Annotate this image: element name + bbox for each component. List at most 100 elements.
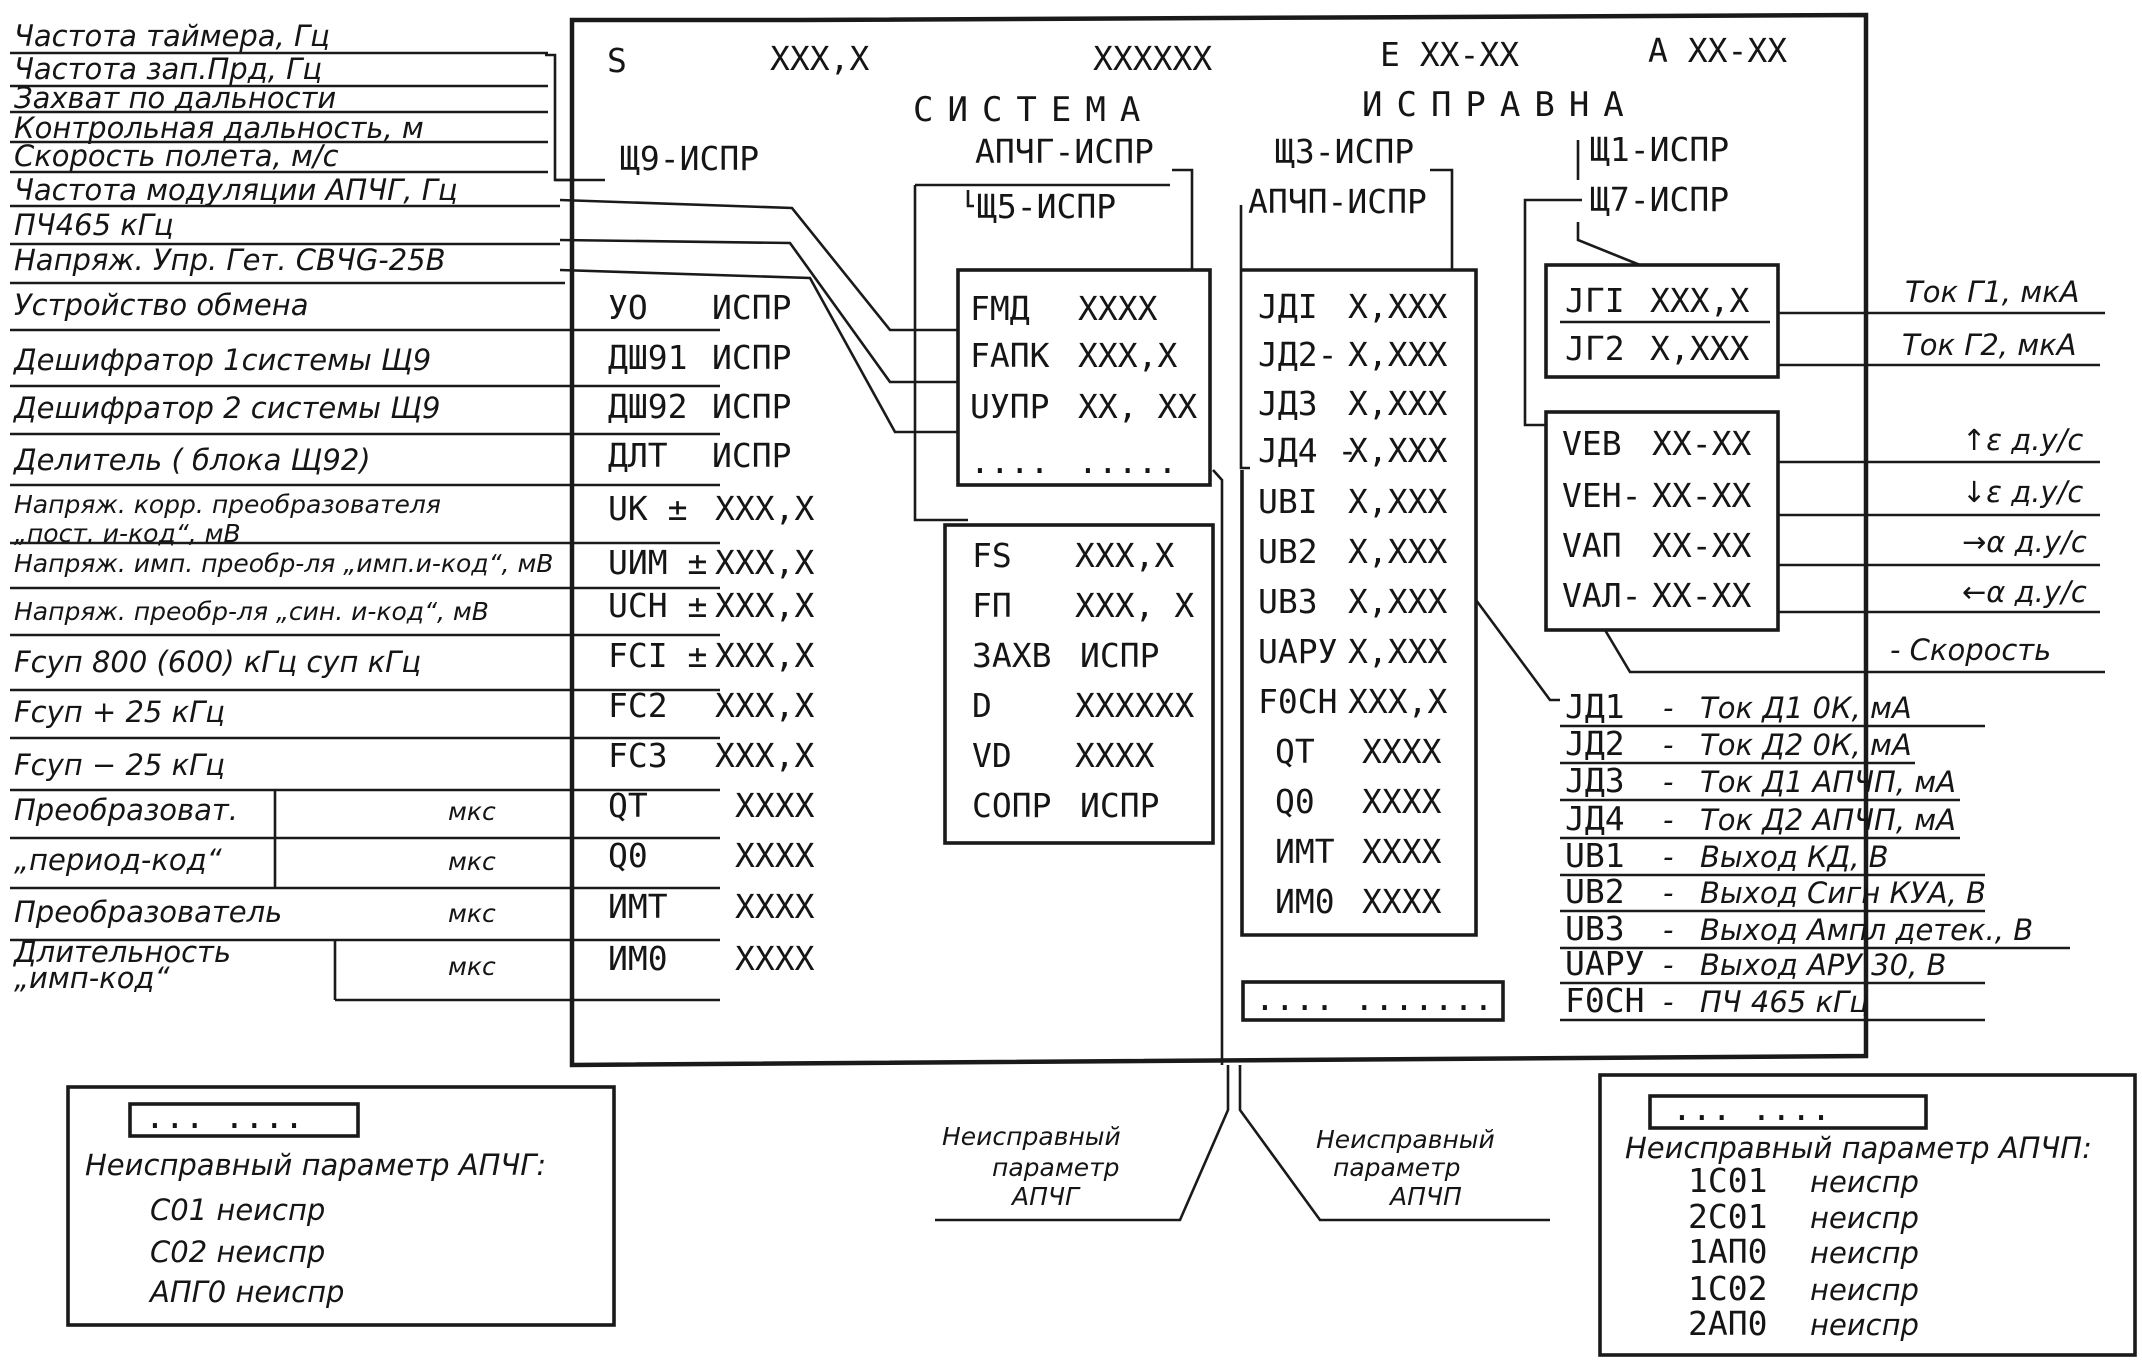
ve-row-value: XX-XX [1652,576,1751,615]
jg-row-code: JГI [1565,281,1625,320]
fault-apchp-dots: ... .... [1672,1089,1831,1128]
legend-code: JД3 [1565,761,1625,800]
fs-to-callout [1212,469,1224,1065]
fs-box [943,523,1215,845]
e-value: E XX-XX [1380,35,1519,74]
legend-dash: - [1663,691,1673,725]
left-label: „имп-код“ [14,961,170,995]
sh5-status: Щ5-ИСПР [977,187,1116,226]
fault-apchp-state: неиспр [1810,1201,1919,1235]
fault-apchg-dots: ... .... [145,1097,304,1136]
legend-dash: - [1663,913,1673,947]
apchg-status: АПЧГ-ИСПР [975,132,1154,171]
fs-row-value: ИСПР [1080,636,1159,675]
jd-row-value: X,XXX [1348,532,1447,571]
jd-box [1240,268,1478,937]
legend-desc: Выход КД, В [1700,840,1889,874]
left-label: Делитель ( блока Щ92) [12,443,371,477]
s-label: S [607,41,627,80]
leader-if465 [559,238,958,384]
left-row-code: УО [608,288,648,327]
tok-g2-label: Ток Г2, мкА [1902,328,2076,362]
ve-row-value: XX-XX [1652,476,1751,515]
jd-row-code: JД4 - [1258,431,1357,470]
apchp-callout-2: параметр [1333,1153,1461,1182]
legend-dash: - [1663,728,1673,762]
left-label: Преобразователь [14,895,282,929]
left-row-value: ИСПР [712,436,791,475]
left-label: Fсуп 800 (600) кГц суп кГц [14,645,421,679]
fault-apchp-state: неиспр [1810,1308,1919,1342]
legend-dash: - [1663,765,1673,799]
ve-row-value: XX-XX [1652,526,1751,565]
legend-desc: Выход АРУ 30, В [1700,948,1946,982]
legend-code: UB2 [1565,872,1625,911]
jd-row-code: JД3 [1258,384,1318,423]
fault-apchp-code: 1С01 [1688,1161,1767,1200]
ve-row-code: VEH- [1562,476,1641,515]
a-value: A XX-XX [1648,31,1787,70]
left-row-code: UСН ± [608,586,707,625]
jd-row-value: X,XXX [1348,582,1447,621]
apchg-callout-2: параметр [992,1153,1120,1182]
left-label: Преобразоват. [14,793,238,827]
sh1-status: Щ1-ИСПР [1590,130,1729,169]
left-label: Напряж. преобр-ля „син. и-код“, мВ [14,597,489,626]
ve-box [1544,410,1780,632]
left-row-code: FC2 [608,686,668,725]
apchg-callout-line [935,1065,1230,1222]
fault-box-apchp [1598,1073,2137,1357]
left-row-code: UИМ ± [608,543,707,582]
leader-top-labels [545,53,605,182]
legend-leader [1474,599,1560,702]
left-row-code: ДШ92 [608,387,687,426]
left-row-value: XXX,X [715,489,814,528]
jd-row-value: X,XXX [1348,632,1447,671]
fm-row-code: FMД [970,289,1030,328]
jd-row-value: XXXX [1362,732,1442,771]
legend-desc: Ток Д2 АПЧП, мА [1700,803,1956,837]
fm-row-value: XX, XX [1078,387,1197,426]
fault-apchp-state: неиспр [1810,1236,1919,1270]
top-value-2: XXXXXX [1093,39,1212,78]
fault-apchp-state: неиспр [1810,1273,1919,1307]
fault-apchg-item: С02 неиспр [150,1235,325,1269]
left-row-code: QT [608,786,648,825]
apchp-bracket [1239,205,1250,470]
a-left-label: ←α д.у/с [1962,575,2087,609]
jg-box [1544,263,1780,379]
right-side-labels: Ток Г1, мкА Ток Г2, мкА ↑ε д.у/с ↓ε д.у/… [1603,275,2105,674]
jd-row-code: ИМ0 [1275,882,1335,921]
jg-row-code: JГ2 [1565,329,1625,368]
fm-row-code: FАПК [970,336,1050,375]
a-right-label: →α д.у/с [1962,525,2087,559]
tok-g1-label: Ток Г1, мкА [1905,275,2079,309]
fs-row-code: FП [972,586,1012,625]
fm-row-code: UУПР [970,387,1049,426]
left-label: Скорость полета, м/с [14,139,339,173]
left-label: Fсуп − 25 кГц [14,748,225,782]
e-up-label: ↑ε д.у/с [1962,423,2083,457]
fs-row-code: ЗАХВ [972,636,1051,675]
legend-desc: Выход Ампл детек., В [1700,913,2033,947]
unit-mks: мкс [448,797,496,826]
left-label: Напряж. имп. преобр-ля „имп.и-код“, мВ [14,549,553,578]
fault-apchp-title: Неисправный параметр АПЧП: [1625,1131,2092,1165]
sh7-to-jg [1576,222,1641,267]
left-row-code: ДШ91 [608,338,687,377]
jd-row-value: XXXX [1362,832,1442,871]
left-row-value: XXXX [735,939,815,978]
jd-row-value: X,XXX [1348,482,1447,521]
left-label: ПЧ465 кГц [14,208,174,242]
left-row-code: UK ± [608,489,687,528]
sh5-hook [966,190,974,208]
jg-row-value: X,XXX [1650,329,1749,368]
left-label: Дешифратор 1системы Щ9 [12,343,431,377]
fs-row-value: XXX, X [1075,586,1194,625]
